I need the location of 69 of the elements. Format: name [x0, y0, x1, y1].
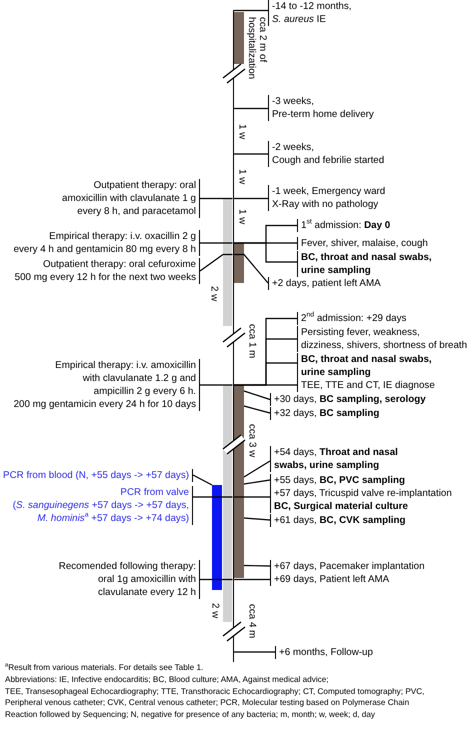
event-label: -2 weeks, Cough and febrilie started: [268, 140, 384, 166]
event-label: +67 days, Pacemaker implantation: [270, 560, 425, 572]
connector-line: [234, 108, 268, 110]
event-label: BC, throat and nasal swabs, urine sampling: [297, 250, 432, 276]
connector-line: [234, 651, 275, 653]
event-label: +61 days, BC, CVK sampling: [270, 514, 406, 526]
connector-line: [192, 474, 212, 486]
connector-line: [234, 198, 268, 200]
pcr-note: PCR from blood (N, +55 days -> +57 days): [3, 468, 193, 482]
event-label: Persisting fever, weakness, dizziness, shivers, shortness of breath: [297, 326, 468, 352]
connector-line: [200, 198, 232, 200]
connector-line: [234, 384, 297, 386]
event-label: +69 days, Patient left AMA: [270, 573, 390, 586]
connector-line: [244, 390, 270, 400]
connector-line: [244, 460, 270, 478]
interval-label: cca 1 m: [246, 324, 258, 358]
duration-bar: [234, 385, 244, 578]
connector-line: [200, 384, 232, 386]
event-label: TEE, TTE and CT, IE diagnose: [297, 378, 435, 392]
event-label: -3 weeks, Pre-term home delivery: [268, 95, 374, 121]
timeline-axis: [232, 10, 234, 662]
interval-label: 1 w: [236, 208, 248, 224]
event-label: +55 days, BC, PVC sampling: [270, 474, 405, 486]
event-label: +6 months, Follow-up: [275, 646, 373, 658]
event-label: +32 days, BC sampling: [270, 406, 380, 420]
event-label: BC, throat and nasal swabs, urine sampling: [297, 352, 432, 378]
connector-line: [193, 496, 232, 498]
interval-label: cca 3 w: [246, 424, 258, 457]
duration-bar: [234, 12, 244, 64]
event-label: -14 to -12 months, S. aureus IE: [268, 0, 352, 26]
connector-line: [234, 153, 268, 155]
event-label: Fever, shiver, malaise, cough: [297, 236, 428, 250]
event-label: 1$^{st}$ admission: Day 0: [297, 219, 390, 232]
interval-label: 2 w: [210, 602, 220, 618]
duration-bar: [223, 198, 232, 326]
event-label: +57 days, Tricuspid valve re-implantation BC, Surgical material culture: [270, 486, 452, 512]
duration-bar: [223, 385, 232, 622]
event-label: +30 days, BC sampling, serology: [270, 393, 426, 406]
therapy-note: Recomended following therapy: oral 1g amoxicillin with clavulanate every 12 h: [58, 560, 200, 598]
connector-line: [200, 242, 232, 244]
connector-line: [244, 564, 270, 567]
therapy-note: Empirical therapy: i.v. oxacillin 2 g every 4 h and gentamicin 80 mg every 8 h: [14, 230, 200, 256]
abbreviation-note: Abbreviations: IE, Infective endocarditis; BC, Blood culture; AMA, Against medical advice; TEE, Transesophageal Echocardiography; TTE, Transthoracic Echocardiography; CT, Computed tomography; PVC, Peripheral venous catheter; CVK, Central venous catheter; PCR, Molecular testing based on Polymerase Chain Reaction followed by Sequencing; N, negative for presence of any bacteria; m, month; w, week; d, day: [5, 674, 424, 721]
interval-label: cca 4 m: [246, 604, 258, 638]
interval-label: 1 w: [236, 124, 248, 139]
interval-label: 2 w: [208, 286, 220, 301]
duration-label: cca 2 m of hospitalization: [246, 17, 268, 80]
connector-line: [234, 254, 268, 284]
connector-line: [234, 578, 270, 580]
connector-line: [200, 578, 232, 580]
connector-line: [244, 479, 270, 485]
event-label: +2 days, patient left AMA: [268, 276, 381, 290]
connector-line: [244, 405, 270, 414]
event-label: +54 days, Throat and nasal swabs, urine sampling: [270, 446, 398, 472]
connector-line: [200, 254, 232, 272]
duration-bar: [212, 485, 222, 590]
connector-line: [244, 517, 270, 521]
event-label: 2$^{nd}$ admission: +29 days: [297, 312, 406, 325]
therapy-note: Empirical therapy: i.v. amoxicillin with clavulanate 1.2 g and ampicillin 2 g every 6 h. 200 mg gentamicin every 24 h for 10 days: [14, 358, 200, 410]
event-label: -1 week, Emergency ward X-Ray with no pathology: [268, 185, 386, 211]
interval-label: 1 w: [236, 168, 248, 184]
footnote: $^{a}$Result from various materials. For details see Table 1.: [5, 662, 204, 674]
pcr-note: PCR from valve (S. sanguinegens +57 days -> +57 days, M. hominis$^{a}$ +57 days -> +74 days): [12, 486, 193, 524]
therapy-note: Outpatient therapy: oral amoxicillin with clavulanate 1 g every 8 h, and paracetamol: [62, 178, 200, 218]
connector-line: [234, 496, 270, 498]
duration-bar: [234, 243, 244, 283]
connector-line: [234, 242, 297, 263]
connector-line: [234, 10, 268, 12]
therapy-note: Outpatient therapy: oral cefuroxime 500 mg every 12 h for the next two weeks: [14, 258, 200, 284]
